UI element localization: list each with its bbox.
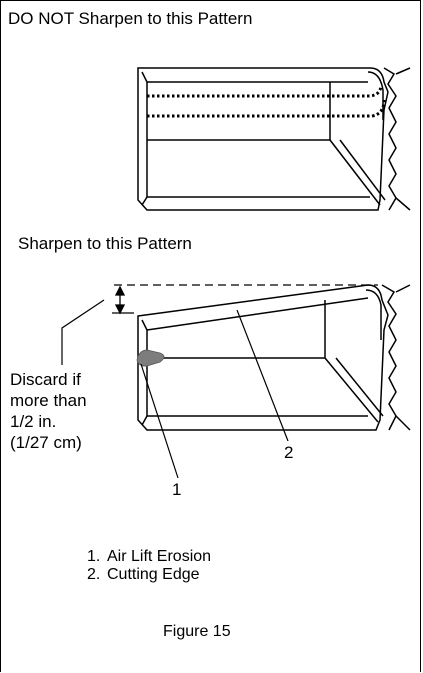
legend-item-air-lift-erosion: 1. Air Lift Erosion <box>87 548 211 566</box>
legend-label: Air Lift Erosion <box>107 548 212 565</box>
wrong-pattern-heading: DO NOT Sharpen to this Pattern <box>8 9 253 28</box>
wrong-blade-diagonal-outer <box>329 139 381 206</box>
wrong-blade-break-edge <box>395 67 411 211</box>
wrong-blade-outline <box>137 67 389 211</box>
wrong-blade-right-curve <box>367 71 384 120</box>
wrong-blade-erosion-dotted-1 <box>147 85 383 98</box>
correct-blade-break-line <box>381 284 397 431</box>
wrong-blade-diagonal-inner <box>339 139 386 201</box>
discard-note-line-1: Discard if <box>10 370 81 389</box>
leader-line-discard <box>61 299 105 365</box>
discard-note-line-2: more than <box>10 391 87 410</box>
air-lift-erosion-shading <box>136 349 165 367</box>
correct-blade-diagonal-outer <box>324 357 379 423</box>
correct-blade-outline <box>137 284 389 431</box>
legend-number: 2. <box>87 566 101 583</box>
wrong-blade-inner-bevel <box>141 71 148 206</box>
wrong-blade-erosion-dotted-2 <box>147 99 386 118</box>
correct-pattern-heading: Sharpen to this Pattern <box>18 234 192 253</box>
legend-label: Cutting Edge <box>107 566 200 583</box>
correct-pattern-blade <box>137 284 411 431</box>
correct-blade-cutting-edge <box>146 297 369 331</box>
correct-blade-break-edge <box>395 284 411 431</box>
leader-line-callout-2 <box>236 309 289 442</box>
correct-blade-diagonal-inner <box>335 357 384 417</box>
dimension-arrow <box>112 285 134 315</box>
discard-note-line-4: (1/27 cm) <box>10 433 82 452</box>
legend-item-cutting-edge: 2. Cutting Edge <box>87 566 200 584</box>
wrong-pattern-blade <box>137 67 411 211</box>
legend-number: 1. <box>87 548 101 565</box>
correct-blade-inner-bevel <box>141 319 148 426</box>
figure-caption: Figure 15 <box>163 623 231 640</box>
leader-lines <box>61 299 289 479</box>
callout-label-1: 1 <box>172 480 182 499</box>
callout-label-2: 2 <box>284 443 294 462</box>
discard-note-line-3: 1/2 in. <box>10 412 57 431</box>
wrong-blade-break-line <box>383 67 397 211</box>
leader-line-callout-1 <box>140 363 179 479</box>
correct-blade-right-curve <box>365 289 382 340</box>
